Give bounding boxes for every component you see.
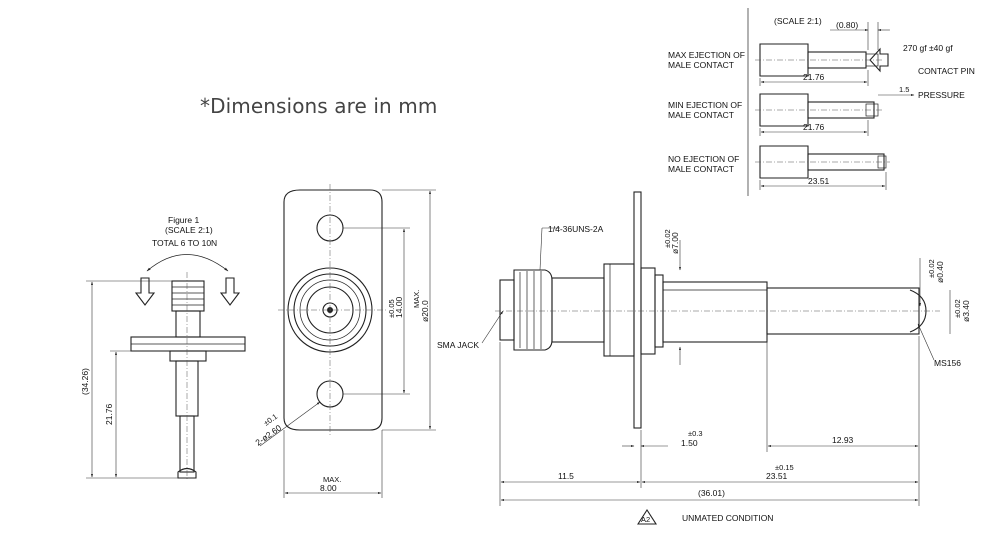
condition-triangle-icon bbox=[636, 508, 658, 525]
pressure-value: 1.5 bbox=[899, 85, 909, 94]
figure1-length-dim: 21.76 bbox=[104, 403, 114, 425]
row3-label2: MALE CONTACT bbox=[668, 164, 734, 174]
figure-1-view: Figure 1 (SCALE 2:1) TOTAL 6 TO 10N (34.… bbox=[80, 215, 246, 480]
ejection-gap: (0.80) bbox=[836, 20, 858, 30]
front-max-dia: ø20.0 bbox=[420, 300, 430, 322]
thread-spec: 1/4-36UNS-2A bbox=[548, 224, 604, 234]
front-width-max-label: MAX. bbox=[323, 475, 341, 484]
row1-dim: 21.76 bbox=[803, 72, 825, 82]
flange-dia-tol: ±0.02 bbox=[663, 229, 672, 248]
figure1-overall-dim: (34.26) bbox=[80, 368, 90, 395]
figure1-scale: (SCALE 2:1) bbox=[165, 225, 213, 235]
rear-length-tol: ±0.15 bbox=[775, 463, 794, 472]
flange-thk-tol: ±0.3 bbox=[688, 429, 703, 438]
front-view: ±0.05 14.00 MAX. ø20.0 ±0.1 2-ø2.60 MAX.… bbox=[253, 184, 436, 498]
ejection-detail: (SCALE 2:1) (0.80) 270 gf ±40 gf CONTACT… bbox=[668, 8, 975, 196]
pin-dia-tol: ±0.02 bbox=[927, 259, 936, 278]
total-length: (36.01) bbox=[698, 488, 725, 498]
row2-dim: 21.76 bbox=[803, 122, 825, 132]
tail-length: 12.93 bbox=[832, 435, 854, 445]
front-width: 8.00 bbox=[320, 483, 337, 493]
ejection-force: 270 gf ±40 gf bbox=[903, 43, 953, 53]
front-height-tol: ±0.05 bbox=[387, 299, 396, 318]
row2-label2: MALE CONTACT bbox=[668, 110, 734, 120]
down-arrow-right-icon bbox=[219, 277, 241, 306]
row2-label1: MIN EJECTION OF bbox=[668, 100, 742, 110]
pressure-label: PRESSURE bbox=[918, 90, 965, 100]
condition-label: UNMATED CONDITION bbox=[682, 513, 773, 523]
flange-dia: ø7.00 bbox=[670, 232, 680, 254]
front-height: 14.00 bbox=[394, 296, 404, 318]
row3-label1: NO EJECTION OF bbox=[668, 154, 739, 164]
side-view: 1/4-36UNS-2A SMA JACK ±0.02 ø7.00 ±0.02 … bbox=[437, 191, 971, 525]
rear-length: 23.51 bbox=[766, 471, 788, 481]
condition-marker: A2 bbox=[641, 515, 650, 524]
body-dia: ø3.40 bbox=[961, 300, 971, 322]
body-dia-tol: ±0.02 bbox=[953, 299, 962, 318]
figure1-title: Figure 1 bbox=[168, 215, 199, 225]
row1-label1: MAX EJECTION OF bbox=[668, 50, 745, 60]
push-arrow-icon bbox=[869, 47, 889, 73]
front-max-label: MAX. bbox=[412, 290, 421, 308]
flange-thk: 1.50 bbox=[681, 438, 698, 448]
down-arrow-left-icon bbox=[134, 277, 156, 306]
front-length: 11.5 bbox=[558, 471, 574, 481]
row1-label2: MALE CONTACT bbox=[668, 60, 734, 70]
ms156-label: MS156 bbox=[934, 358, 961, 368]
ejection-scale: (SCALE 2:1) bbox=[774, 16, 822, 26]
contact-pin-label: CONTACT PIN bbox=[918, 66, 975, 76]
sma-jack-label: SMA JACK bbox=[437, 340, 479, 350]
dimensions-note: *Dimensions are in mm bbox=[200, 94, 438, 118]
row3-dim: 23.51 bbox=[808, 176, 830, 186]
figure1-torque: TOTAL 6 TO 10N bbox=[152, 238, 217, 248]
pin-dia: ø0.40 bbox=[935, 261, 945, 283]
